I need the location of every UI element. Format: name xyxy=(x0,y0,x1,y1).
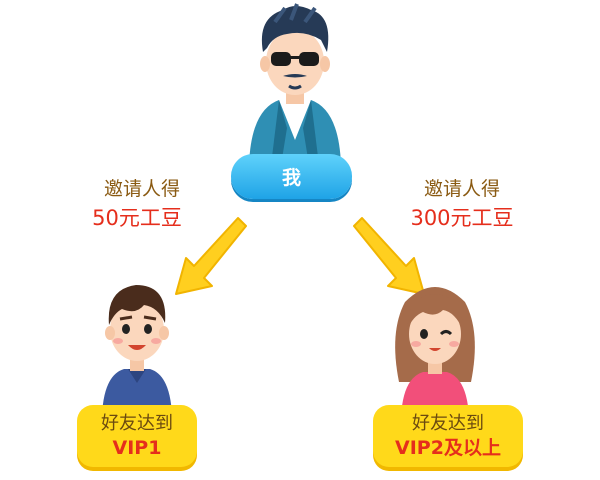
right-friend-line1: 好友达到 xyxy=(412,413,484,434)
right-arrow-icon xyxy=(353,217,425,295)
right-invite-text: 邀请人得 xyxy=(423,178,500,200)
me-label-pill: 我 xyxy=(231,154,352,199)
left-friend-pill: 好友达到 VIP1 xyxy=(77,405,197,467)
right-friend-line2: VIP2及以上 xyxy=(395,437,501,459)
left-invite-text: 邀请人得 xyxy=(103,178,180,200)
me-label: 我 xyxy=(281,167,301,189)
left-friend-line2: VIP1 xyxy=(112,437,162,459)
right-friend-avatar xyxy=(395,287,475,417)
me-avatar xyxy=(249,3,341,165)
left-friend-line1: 好友达到 xyxy=(101,413,173,434)
left-friend-avatar xyxy=(102,285,172,415)
right-reward-text: 300元工豆 xyxy=(410,206,514,230)
left-arrow-icon xyxy=(175,217,247,295)
right-friend-pill: 好友达到 VIP2及以上 xyxy=(373,405,523,467)
left-reward-text: 50元工豆 xyxy=(92,206,182,230)
